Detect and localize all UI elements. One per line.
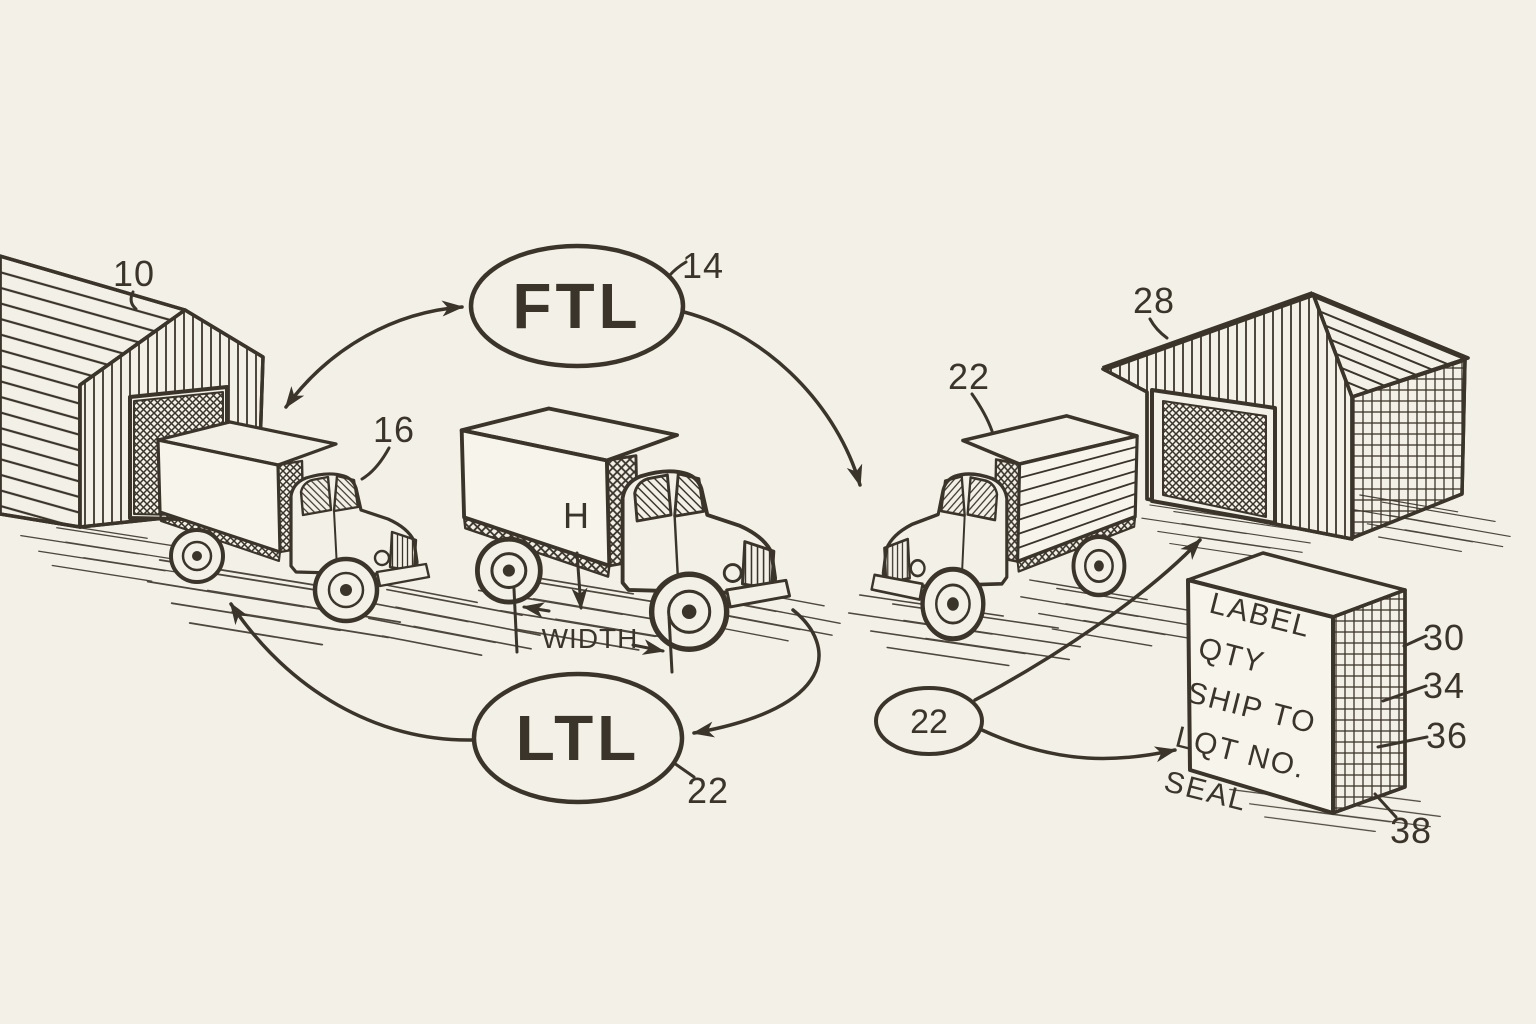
junction-ref: 22 [910, 703, 948, 741]
measured-truck: H WIDTH [462, 408, 790, 674]
ref-16: 16 [373, 409, 415, 450]
destination-warehouse [1101, 291, 1470, 541]
junction-to-doorway-arrow [973, 538, 1202, 702]
ltl-node: LTL 22 [471, 671, 729, 811]
width-dimension [512, 551, 674, 674]
ftl-label: FTL [512, 270, 641, 342]
delivery-truck-planks [1017, 446, 1137, 549]
ref-16-leader [360, 446, 391, 481]
ref-14-leader [667, 260, 688, 278]
junction-node: 22 [874, 538, 1202, 763]
flow-arrows [229, 300, 863, 742]
ftl-node: FTL 14 [468, 243, 724, 369]
ref-36: 36 [1426, 715, 1468, 756]
junction-to-package-arrow [980, 728, 1177, 763]
ref-34: 34 [1423, 665, 1465, 706]
ref-14: 14 [682, 245, 724, 286]
ref-22-truck: 22 [948, 356, 990, 397]
ref-10: 10 [113, 253, 155, 294]
ref-10-leader [129, 290, 138, 311]
delivery-truck [872, 416, 1138, 639]
ref-22-ltl-leader [672, 761, 696, 779]
ref-38: 38 [1390, 810, 1432, 851]
width-label: WIDTH [542, 623, 639, 654]
destination-doorway [1162, 400, 1267, 518]
ftl-origin-arrow [284, 300, 464, 409]
ref-22-truck-leader [970, 392, 994, 433]
ftl-to-delivery-arrow [682, 310, 863, 487]
package-callout-leaders [1373, 634, 1429, 819]
truck-to-ltl-arrow [692, 608, 821, 738]
ref-30: 30 [1423, 617, 1465, 658]
ref-28: 28 [1133, 280, 1175, 321]
ref-28-leader [1148, 317, 1169, 340]
height-arrow [571, 551, 588, 610]
ltl-label: LTL [516, 702, 641, 774]
ltl-to-origin-truck-arrow [229, 602, 475, 742]
junction-ellipse [874, 686, 984, 756]
package-side-face [1331, 588, 1407, 815]
package-box: LABEL QTY SHIP TO LQT NO. SEAL 30 34 36 … [1161, 551, 1468, 851]
package-front-face [1186, 578, 1335, 815]
height-label: H [563, 495, 589, 536]
ref-22-ltl: 22 [687, 770, 729, 811]
